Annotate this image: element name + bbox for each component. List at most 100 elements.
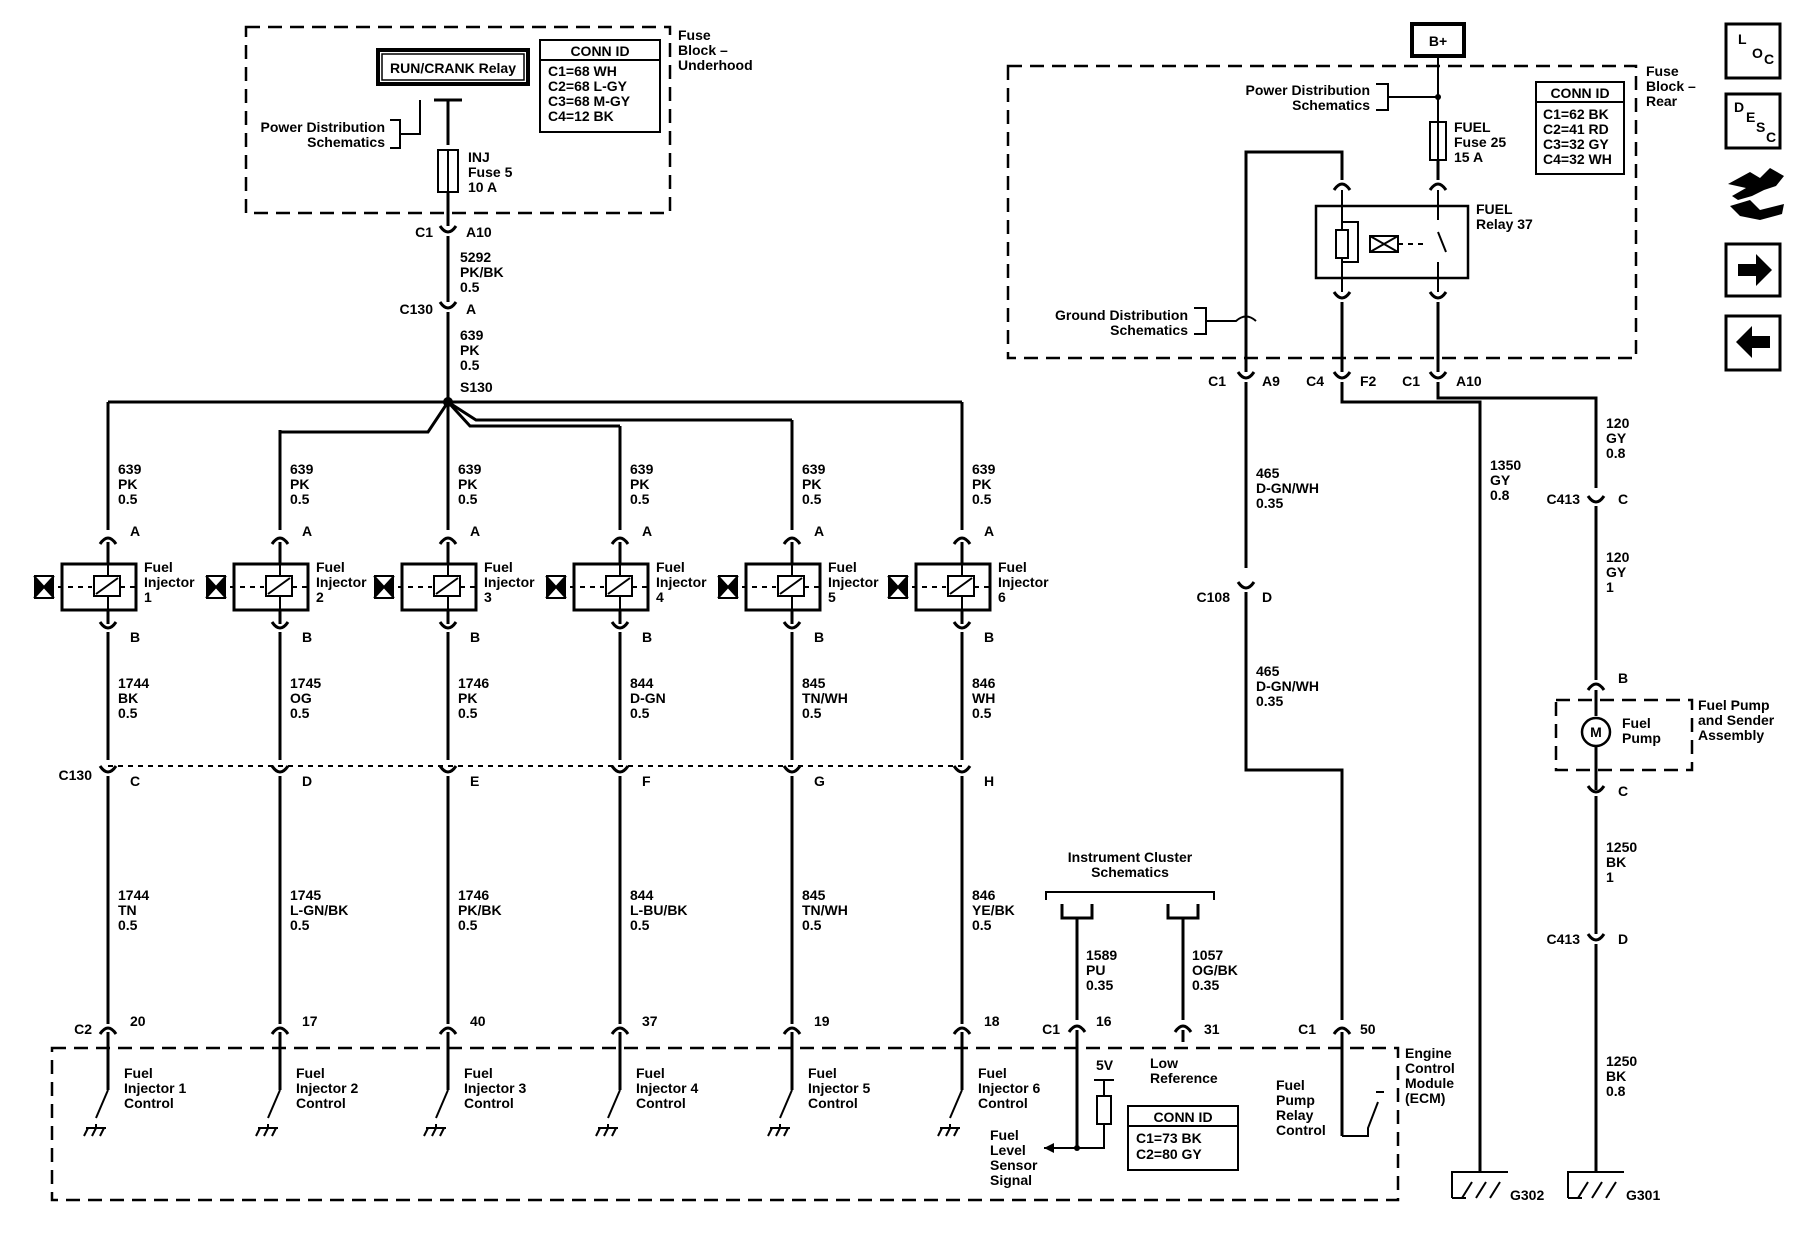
ecm-injector-label: Control: [978, 1095, 1028, 1111]
wire-1589-id: 1589: [1086, 947, 1117, 963]
pump-pin-c: C: [1618, 783, 1628, 799]
motor-symbol: M: [1590, 724, 1602, 740]
pin-31-label: 31: [1204, 1021, 1220, 1037]
injector-number: 2: [316, 589, 324, 605]
wire-label: 0.5: [802, 705, 822, 721]
fuel-injector-3-column: 639PK0.5AFuelInjector3B1746PK0.5E1746PK/…: [373, 432, 535, 1137]
conn-id-line: C3=68 M-GY: [548, 93, 631, 109]
wire-label: PK: [118, 476, 137, 492]
wire-120-lower-size: 1: [1606, 579, 1614, 595]
fuse-block-underhood: Fuse Block – Underhood RUN/CRANK Relay I…: [244, 25, 753, 226]
ecm-conn-id-line: C1=73 BK: [1136, 1130, 1202, 1146]
pin-b-label: B: [302, 629, 312, 645]
ecm-title-1: Engine: [1405, 1045, 1452, 1061]
pin-a-label: A: [130, 523, 140, 539]
fuel-pump-label-2: Pump: [1622, 730, 1661, 746]
pin-50-label: 50: [1360, 1021, 1376, 1037]
instrument-cluster-circuit: Instrument Cluster Schematics 1589 PU 0.…: [990, 849, 1238, 1188]
wire-label: 0.5: [630, 491, 650, 507]
wire-465-lower-color: D-GN/WH: [1256, 678, 1319, 694]
conn-id-line: C4=12 BK: [548, 108, 614, 124]
wire-label: 0.5: [802, 917, 822, 933]
wire-label: TN: [118, 902, 137, 918]
wire-label: 0.5: [972, 491, 992, 507]
connector-end-view-icon[interactable]: [1728, 168, 1784, 220]
wire-639-size: 0.5: [460, 357, 480, 373]
injector-label: Fuel: [828, 559, 857, 575]
wire-1057-size: 0.35: [1192, 977, 1219, 993]
pin-a-label: A: [302, 523, 312, 539]
fuel-injector-1-column: 639PK0.5AFuelInjector1B1744BK0.5C1744TN0…: [33, 402, 195, 1137]
ecm-conn-id-title: CONN ID: [1153, 1109, 1212, 1125]
wire-label: TN/WH: [802, 902, 848, 918]
fuse-block-rear-title-3: Rear: [1646, 93, 1678, 109]
ecm-injector-label: Injector 5: [808, 1080, 870, 1096]
injector-label: Injector: [484, 574, 535, 590]
c2-connector-label: C2: [74, 1021, 92, 1037]
c1-pin-label: A10: [466, 224, 492, 240]
wire-5292-color: PK/BK: [460, 264, 504, 280]
instrument-cluster-title-1: Instrument Cluster: [1068, 849, 1193, 865]
injector-label: Fuel: [998, 559, 1027, 575]
loc-l: L: [1738, 31, 1747, 47]
wire-id-label: 1746: [458, 887, 489, 903]
wire-label: 0.5: [458, 917, 478, 933]
right-side-circuits: 465 D-GN/WH 0.35 C108 D 465 D-GN/WH 0.35…: [1197, 382, 1775, 1203]
pin-a-label: A: [984, 523, 994, 539]
injector-number: 5: [828, 589, 836, 605]
c130-pin-label: D: [302, 773, 312, 789]
wire-id-label: 1745: [290, 675, 321, 691]
pin-b-label: B: [470, 629, 480, 645]
c108-pin-label: D: [1262, 589, 1272, 605]
wire-5292-size: 0.5: [460, 279, 480, 295]
5v-label: 5V: [1096, 1057, 1114, 1073]
ground-distribution-1: Ground Distribution: [1055, 307, 1188, 323]
wire-id-label: 844: [630, 887, 654, 903]
wire-id-label: 844: [630, 675, 654, 691]
ecm-injector-label: Injector 2: [296, 1080, 358, 1096]
fuse-block-underhood-title-3: Underhood: [678, 57, 753, 73]
run-crank-relay: RUN/CRANK Relay: [390, 60, 516, 76]
wire-465-size: 0.35: [1256, 495, 1283, 511]
wire-120-lower-id: 120: [1606, 549, 1630, 565]
splice-s130-label: S130: [460, 379, 493, 395]
c413-upper-label: C413: [1547, 491, 1581, 507]
fuel-injector-2-column: 639PK0.5AFuelInjector2B1745OG0.5D1745L-G…: [205, 432, 367, 1137]
conn-id-line: C1=68 WH: [548, 63, 617, 79]
wire-1350-size: 0.8: [1490, 487, 1510, 503]
desc-button[interactable]: D E S C: [1724, 92, 1782, 150]
previous-page-button[interactable]: [1724, 314, 1782, 372]
pump-assembly-3: Assembly: [1698, 727, 1764, 743]
fuse-block-rear: B+ Fuse Block – Rear Power Distribution …: [1006, 22, 1696, 389]
fuel-fuse-label-1: FUEL: [1454, 119, 1491, 135]
injector-label: Injector: [144, 574, 195, 590]
pin-b-label: B: [814, 629, 824, 645]
wire-id-label: 1745: [290, 887, 321, 903]
wire-id-label: 1746: [458, 675, 489, 691]
pin-a-label: A: [814, 523, 824, 539]
rear-c1-label: C1: [1208, 373, 1226, 389]
g301-label: G301: [1626, 1187, 1660, 1203]
rear-conn-id-line: C3=32 GY: [1543, 136, 1609, 152]
ecm-title-4: (ECM): [1405, 1090, 1445, 1106]
rear-f2-label: F2: [1360, 373, 1377, 389]
fuel-injector-6-column: 639PK0.5AFuelInjector6B846WH0.5H846YE/BK…: [887, 402, 1049, 1137]
wire-label: BK: [118, 690, 138, 706]
ecm-injector-label: Control: [296, 1095, 346, 1111]
pin-16-label: 16: [1096, 1013, 1112, 1029]
low-reference-2: Reference: [1150, 1070, 1218, 1086]
inj-fuse-label-3: 10 A: [468, 179, 497, 195]
fuel-level-sensor-signal-1: Fuel: [990, 1127, 1019, 1143]
fuel-relay-label-1: FUEL: [1476, 201, 1513, 217]
next-page-button[interactable]: [1724, 242, 1782, 298]
low-reference-1: Low: [1150, 1055, 1178, 1071]
wire-label: TN/WH: [802, 690, 848, 706]
wire-1350-color: GY: [1490, 472, 1511, 488]
wire-id-label: 639: [630, 461, 654, 477]
wire-label: 0.5: [290, 917, 310, 933]
wire-label: 0.5: [290, 491, 310, 507]
loc-button[interactable]: L O C: [1724, 22, 1782, 80]
desc-c: C: [1766, 129, 1776, 145]
wire-label: PK/BK: [458, 902, 502, 918]
